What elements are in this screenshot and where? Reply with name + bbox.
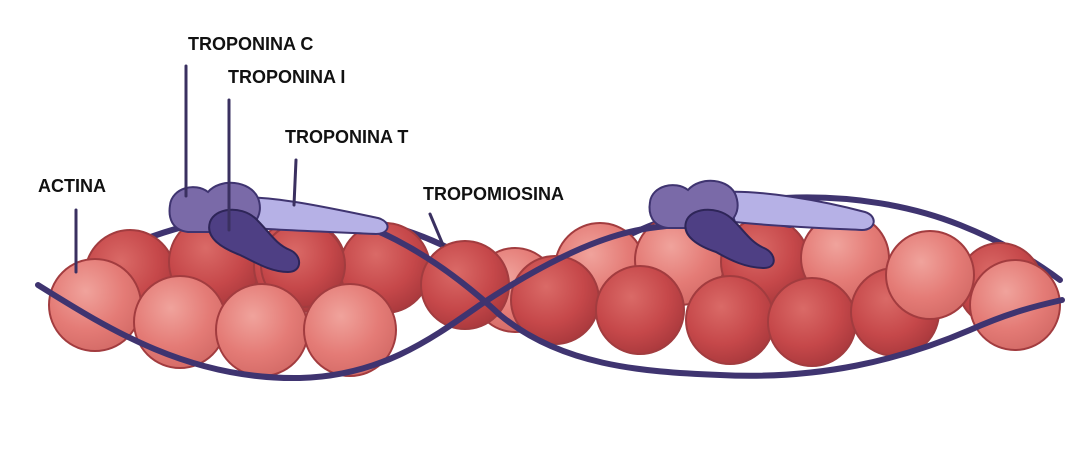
label-troponin-i: TROPONINA I: [228, 67, 345, 87]
leader-lines: [74, 64, 445, 274]
troponin-i-shape: [208, 208, 301, 274]
label-troponin-c: TROPONINA C: [188, 34, 313, 54]
label-tropomyosin: TROPOMIOSINA: [423, 184, 564, 204]
actin-monomer: [215, 283, 309, 377]
actin-monomer: [685, 275, 775, 365]
label-troponin-t: TROPONINA T: [285, 127, 408, 147]
troponin-complex-2: [648, 179, 875, 270]
troponin-t-shape: [723, 190, 875, 232]
actin-monomer: [303, 283, 397, 377]
leader-line-troponin-t: [292, 158, 298, 207]
actin-monomer: [969, 259, 1061, 351]
actin-front-row: [48, 258, 1061, 377]
label-actin: ACTINA: [38, 176, 106, 196]
troponin-i-shape: [684, 208, 775, 270]
troponin-t-shape: [238, 196, 389, 236]
actin-monomer: [595, 265, 685, 355]
actin-monomer: [885, 230, 975, 320]
troponin-complex-1: [168, 181, 389, 274]
actin-monomer: [133, 275, 227, 369]
actin-middle-row: [260, 222, 975, 367]
actin-monomer: [767, 277, 857, 367]
tropomyosin-front-strand-2: [297, 207, 1065, 379]
leader-line-tropomyosin: [428, 212, 445, 247]
